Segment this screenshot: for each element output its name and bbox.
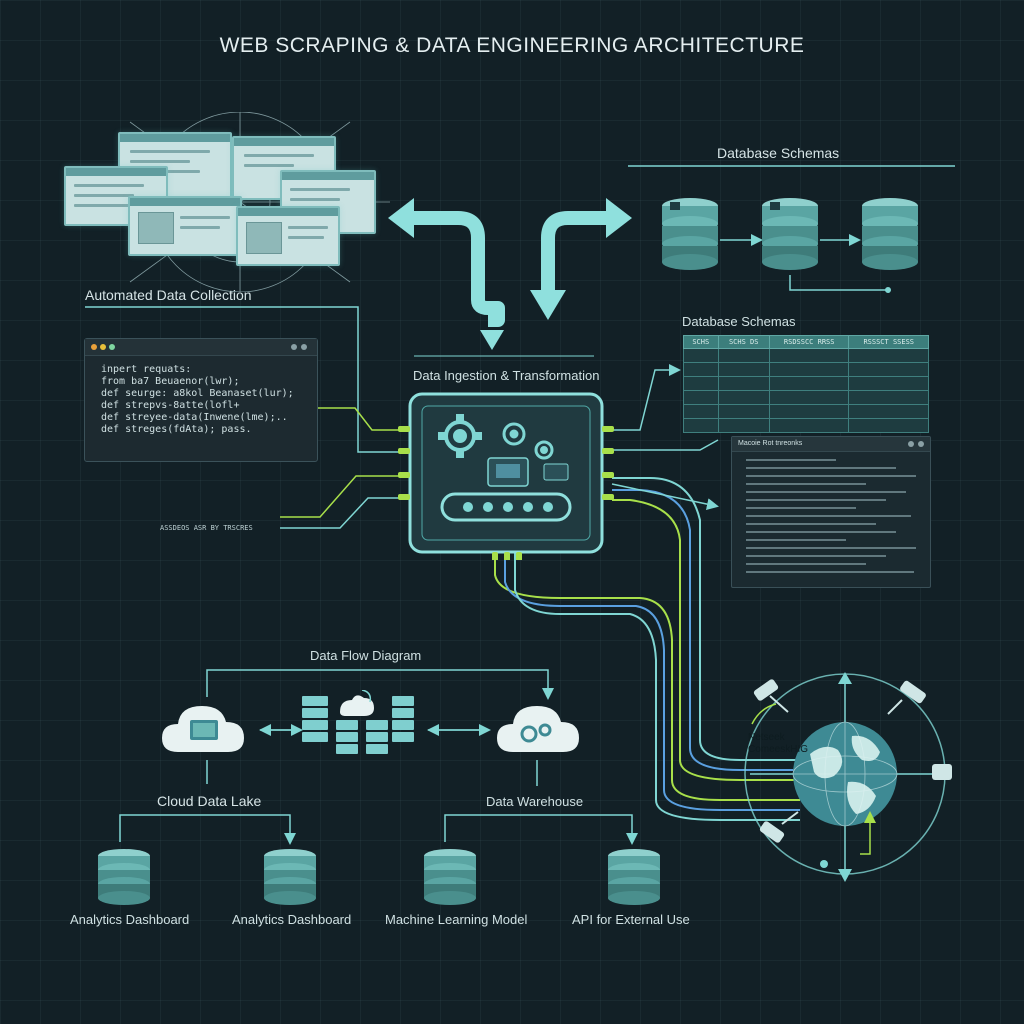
table-row	[683, 362, 929, 377]
db-chain-return	[789, 275, 888, 291]
log-title: Macoie Rot tnreonks	[738, 440, 803, 447]
fan-arrow	[611, 483, 719, 511]
globe-network	[744, 672, 952, 882]
window-control-icon	[918, 441, 924, 447]
automated-collection-label: Automated Data Collection	[85, 287, 252, 303]
window-control-icon	[301, 344, 307, 350]
code-link-c	[280, 475, 400, 518]
hub-to-table	[612, 364, 681, 431]
network-label: Netseek ComeeskHIG	[748, 732, 808, 756]
database-icon	[608, 849, 660, 905]
window-dot-icon	[91, 344, 97, 350]
schema-col-header: SCHS DS	[717, 335, 770, 349]
api-label: API for External Use	[572, 912, 690, 927]
table-row	[683, 390, 929, 405]
database-icon	[424, 849, 476, 905]
database-chain	[662, 198, 918, 270]
exchange-arrows	[388, 198, 632, 350]
collection-link	[85, 306, 402, 453]
table-row	[683, 376, 929, 391]
hub-to-log	[612, 439, 719, 451]
network-label-line: ComeeskHIG	[748, 744, 809, 755]
window-control-icon	[291, 344, 297, 350]
code-listing: inpert requats:from ba7 Beuaenor(lwr);de…	[85, 356, 317, 436]
database-icon	[98, 849, 150, 905]
satellite-icon	[932, 764, 952, 780]
ml-model-label: Machine Learning Model	[385, 912, 528, 927]
small-caption: ASSDEOS ASR BY TRSCRES	[160, 524, 253, 532]
flow-top-link	[206, 669, 554, 700]
database-icon	[264, 849, 316, 905]
db-chain-dot	[885, 287, 891, 293]
satellite-icon	[753, 679, 789, 713]
dashboard-label-2: Analytics Dashboard	[232, 912, 352, 927]
dashboard-label-1: Analytics Dashboard	[70, 912, 190, 927]
cloud-lake-label: Cloud Data Lake	[157, 793, 262, 809]
code-line: def streges(fdAta); pass.	[101, 424, 252, 435]
database-icon	[762, 198, 818, 270]
schema-col-header: RSSSCT SSESS	[848, 335, 929, 349]
code-link-a	[316, 407, 400, 431]
lake-tree	[119, 814, 296, 845]
gear-icon	[502, 422, 526, 446]
code-line: from ba7 Beuaenor(lwr);	[101, 376, 240, 387]
database-icon	[662, 198, 718, 270]
code-line: def streyee-data(Inwene(lme);..	[101, 412, 288, 423]
table-row	[683, 348, 929, 363]
table-row	[683, 418, 929, 433]
cloud-icon	[497, 706, 579, 752]
table-row	[683, 404, 929, 419]
schema-col-header: SCHS	[683, 335, 719, 349]
cloud-icon	[162, 706, 244, 752]
code-line: inpert requats:	[101, 364, 192, 375]
schema-table: SCHS SCHS DS RSDSSCC RRSS RSSSCT SSESS	[683, 335, 929, 433]
server-cluster	[302, 690, 414, 754]
page-title: WEB SCRAPING & DATA ENGINEERING ARCHITEC…	[219, 34, 805, 57]
fan-line-2	[612, 489, 800, 771]
bottom-fan-3	[514, 552, 800, 821]
code-link-b	[280, 497, 400, 529]
gear-icon	[520, 723, 552, 743]
satellite-icon	[759, 811, 799, 843]
window-dot-icon	[109, 344, 115, 350]
globe-icon	[792, 721, 898, 827]
code-line: def strepvs-8atte(lofl+	[101, 400, 240, 411]
ingestion-label: Data Ingestion & Transformation	[413, 368, 600, 383]
satellite-icon	[887, 680, 926, 715]
monitoring-log-panel: Macoie Rot tnreonks	[731, 436, 931, 588]
warehouse-tree	[444, 814, 638, 845]
window-dot-icon	[100, 344, 106, 350]
fan-line-1	[612, 477, 800, 761]
code-line: def seurge: a8kol Beanaset(lur);	[101, 388, 294, 399]
network-label-line: Netseek	[748, 732, 785, 743]
fan-line-3	[612, 499, 800, 781]
database-icon	[862, 198, 918, 270]
code-editor-window: inpert requats:from ba7 Beuaenor(lwr);de…	[84, 338, 318, 462]
processing-hub-icon	[398, 392, 614, 560]
schema-col-header: RSDSSCC RRSS	[768, 335, 850, 349]
schema-table-header: SCHS SCHS DS RSDSSCC RRSS RSSSCT SSESS	[683, 335, 929, 349]
scraped-page-window	[128, 196, 242, 256]
scraped-page-window	[236, 206, 340, 266]
window-control-icon	[908, 441, 914, 447]
flow-diagram-title: Data Flow Diagram	[310, 648, 422, 663]
schema-title-top: Database Schemas	[717, 145, 840, 161]
gear-icon	[534, 440, 554, 460]
warehouse-label: Data Warehouse	[486, 794, 584, 809]
schema-title-mid: Database Schemas	[682, 314, 796, 329]
